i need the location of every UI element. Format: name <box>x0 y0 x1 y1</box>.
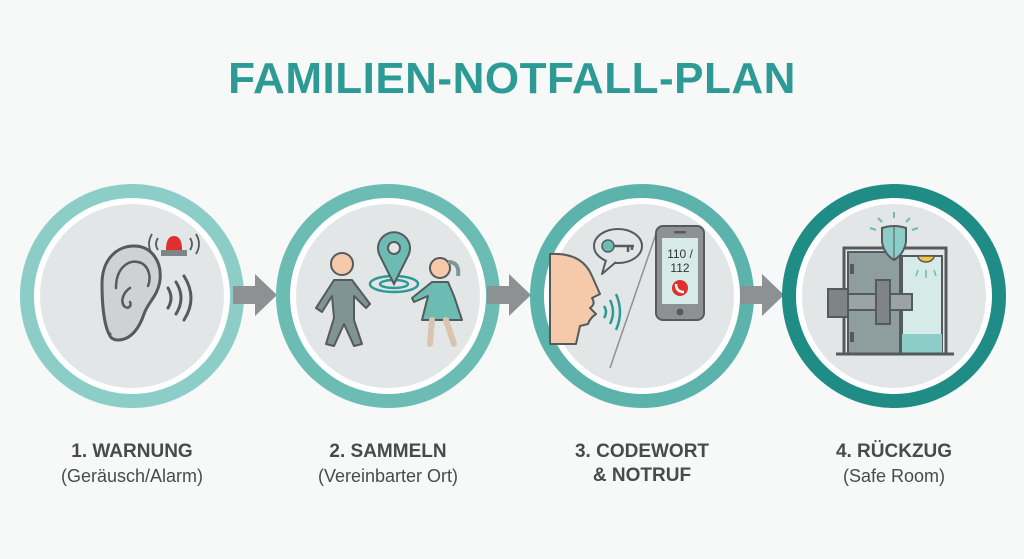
step-3-heading-line2: & NOTRUF <box>592 465 692 486</box>
divider-line <box>609 227 659 369</box>
ceiling-lamp-icon <box>915 255 937 278</box>
shield-icon <box>869 212 919 262</box>
step-4-circle <box>782 184 1006 408</box>
step-1-heading: 1. WARNUNG <box>71 441 193 462</box>
step-4-heading: 4. RÜCKZUG <box>835 441 953 462</box>
step-1-subtitle: (Geräusch/Alarm) <box>60 466 204 486</box>
svg-text:112: 112 <box>670 261 689 275</box>
walking-girl-icon <box>411 257 463 347</box>
step-1-circle <box>20 184 244 408</box>
step-2-label: 2. SAMMELN (Vereinbarter Ort) <box>268 440 508 488</box>
step-3-label: 3. CODEWORT & NOTRUF <box>522 440 762 488</box>
arrow-right-icon <box>740 274 784 316</box>
step-1-label: 1. WARNUNG (Geräusch/Alarm) <box>12 440 252 488</box>
step-4-label: 4. RÜCKZUG (Safe Room) <box>774 440 1014 488</box>
location-pin-icon <box>368 231 420 294</box>
siren-icon <box>148 233 200 256</box>
arrow-right-icon <box>487 274 531 316</box>
step-2-subtitle: (Vereinbarter Ort) <box>317 466 459 486</box>
step-3-circle: 110 / 112 <box>530 184 754 408</box>
smartphone-icon: 110 / 112 <box>655 225 705 321</box>
key-speech-bubble-icon <box>593 228 643 275</box>
ear-icon <box>100 244 162 342</box>
step-3-heading: 3. CODEWORT <box>574 441 710 462</box>
safe-room-door-icon <box>827 246 954 356</box>
step-2-circle <box>276 184 500 408</box>
page-title: FAMILIEN-NOTFALL-PLAN <box>228 54 796 103</box>
walking-man-icon <box>315 252 371 347</box>
sound-waves-icon <box>166 274 193 322</box>
arrow-right-icon <box>233 274 277 316</box>
svg-text:110 /: 110 / <box>667 247 693 261</box>
step-2-heading: 2. SAMMELN <box>329 441 447 462</box>
step-4-subtitle: (Safe Room) <box>842 466 946 486</box>
speaking-face-icon <box>549 252 622 345</box>
